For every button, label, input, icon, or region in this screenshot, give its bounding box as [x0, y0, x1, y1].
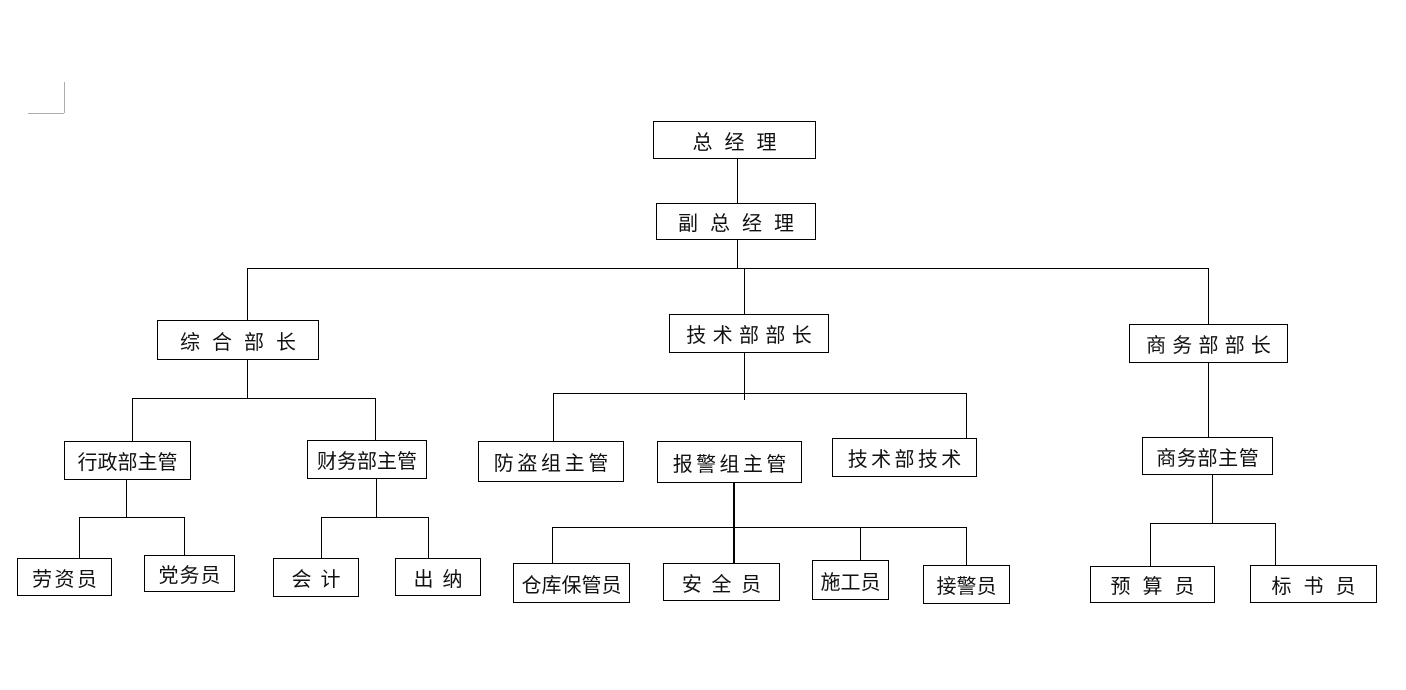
org-node-cn: 出纳	[395, 558, 481, 596]
connector-line	[247, 268, 1208, 269]
connector-line	[79, 517, 80, 558]
connector-line	[79, 517, 184, 518]
org-node-fdzzg: 防盗组主管	[478, 441, 624, 482]
connector-line	[132, 398, 133, 441]
org-node-bjzzg: 报警组主管	[657, 441, 802, 483]
connector-line	[126, 480, 127, 517]
org-node-swbzg: 商务部主管	[1142, 437, 1273, 475]
connector-line	[553, 393, 554, 441]
connector-line	[744, 268, 745, 314]
connector-line	[1208, 268, 1209, 324]
connector-line	[553, 393, 966, 394]
org-node-dgm: 副总经理	[656, 203, 816, 240]
org-node-swbbz: 商务部部长	[1129, 324, 1288, 363]
org-node-gm: 总经理	[653, 121, 816, 159]
connector-line	[737, 240, 738, 268]
connector-line	[744, 353, 745, 393]
connector-line	[184, 517, 185, 555]
connector-line	[1212, 475, 1213, 523]
org-node-lzy: 劳资员	[17, 558, 112, 596]
connector-line	[737, 159, 738, 203]
connector-line	[1208, 363, 1209, 437]
connector-line	[966, 527, 967, 565]
org-node-xzbzg: 行政部主管	[64, 441, 191, 480]
org-node-jsbjs: 技术部技术	[832, 438, 977, 477]
org-node-jjy: 接警员	[923, 565, 1010, 604]
connector-line	[375, 398, 376, 440]
connector-line	[744, 393, 745, 400]
org-node-ysy: 预算员	[1090, 566, 1215, 603]
org-node-dwy: 党务员	[144, 555, 235, 592]
connector-line	[552, 527, 553, 563]
connector-line	[860, 527, 861, 560]
connector-line	[1275, 523, 1276, 565]
page-margin-crop-mark	[64, 82, 65, 113]
page-margin-crop-mark	[28, 113, 64, 114]
org-node-jsbbz: 技术部部长	[669, 314, 829, 353]
connector-line	[321, 517, 428, 518]
connector-line	[321, 517, 322, 558]
connector-line	[552, 527, 966, 528]
connector-line	[247, 360, 248, 398]
org-node-kj: 会计	[273, 558, 359, 597]
connector-line	[376, 479, 377, 517]
org-node-bsy: 标书员	[1250, 565, 1377, 603]
connector-line	[966, 393, 967, 438]
org-node-aqy: 安全员	[663, 563, 780, 601]
org-node-cwbzg: 财务部主管	[307, 440, 427, 479]
connector-line	[733, 483, 735, 563]
connector-line	[247, 268, 248, 320]
connector-line	[1150, 523, 1151, 566]
connector-line	[1150, 523, 1275, 524]
connector-line	[428, 517, 429, 558]
org-node-ckbgy: 仓库保管员	[513, 563, 630, 603]
org-node-sgy: 施工员	[812, 560, 889, 600]
org-node-zhbz: 综合部长	[157, 320, 319, 360]
connector-line	[132, 398, 375, 399]
